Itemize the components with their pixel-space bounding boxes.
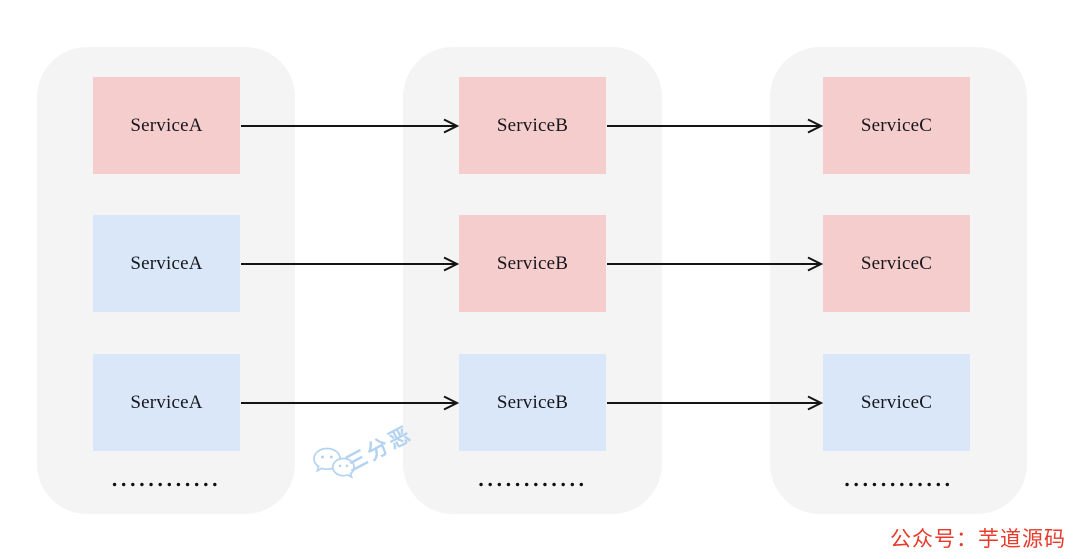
service-group-c: ServiceC ServiceC ServiceC ............ bbox=[770, 47, 1027, 514]
service-group-b: ServiceB ServiceB ServiceB ............ bbox=[403, 47, 662, 514]
service-group-a: ServiceA ServiceA ServiceA ............ bbox=[37, 47, 295, 514]
service-box-a-row3: ServiceA bbox=[93, 354, 240, 451]
service-box-c-row3: ServiceC bbox=[823, 354, 970, 451]
service-box-b-row1: ServiceB bbox=[459, 77, 606, 174]
service-box-label: ServiceB bbox=[496, 391, 569, 413]
service-box-label: ServiceA bbox=[130, 391, 203, 413]
service-box-a-row2: ServiceA bbox=[93, 215, 240, 312]
service-box-b-row2: ServiceB bbox=[459, 215, 606, 312]
service-box-label: ServiceC bbox=[860, 391, 933, 413]
service-box-label: ServiceA bbox=[130, 114, 203, 136]
ellipsis-dots: ............ bbox=[843, 469, 954, 491]
service-box-label: ServiceC bbox=[860, 252, 933, 274]
service-box-c-row1: ServiceC bbox=[823, 77, 970, 174]
service-box-a-row1: ServiceA bbox=[93, 77, 240, 174]
wechat-icon bbox=[313, 447, 355, 479]
ellipsis-dots: ............ bbox=[111, 469, 221, 491]
service-box-label: ServiceC bbox=[860, 114, 933, 136]
service-box-label: ServiceA bbox=[130, 252, 203, 274]
service-box-c-row2: ServiceC bbox=[823, 215, 970, 312]
ellipsis-dots: ............ bbox=[477, 469, 588, 491]
service-box-b-row3: ServiceB bbox=[459, 354, 606, 451]
service-box-label: ServiceB bbox=[496, 114, 569, 136]
service-box-label: ServiceB bbox=[496, 252, 569, 274]
footer-credit: 公众号：芋道源码 bbox=[890, 527, 1066, 551]
